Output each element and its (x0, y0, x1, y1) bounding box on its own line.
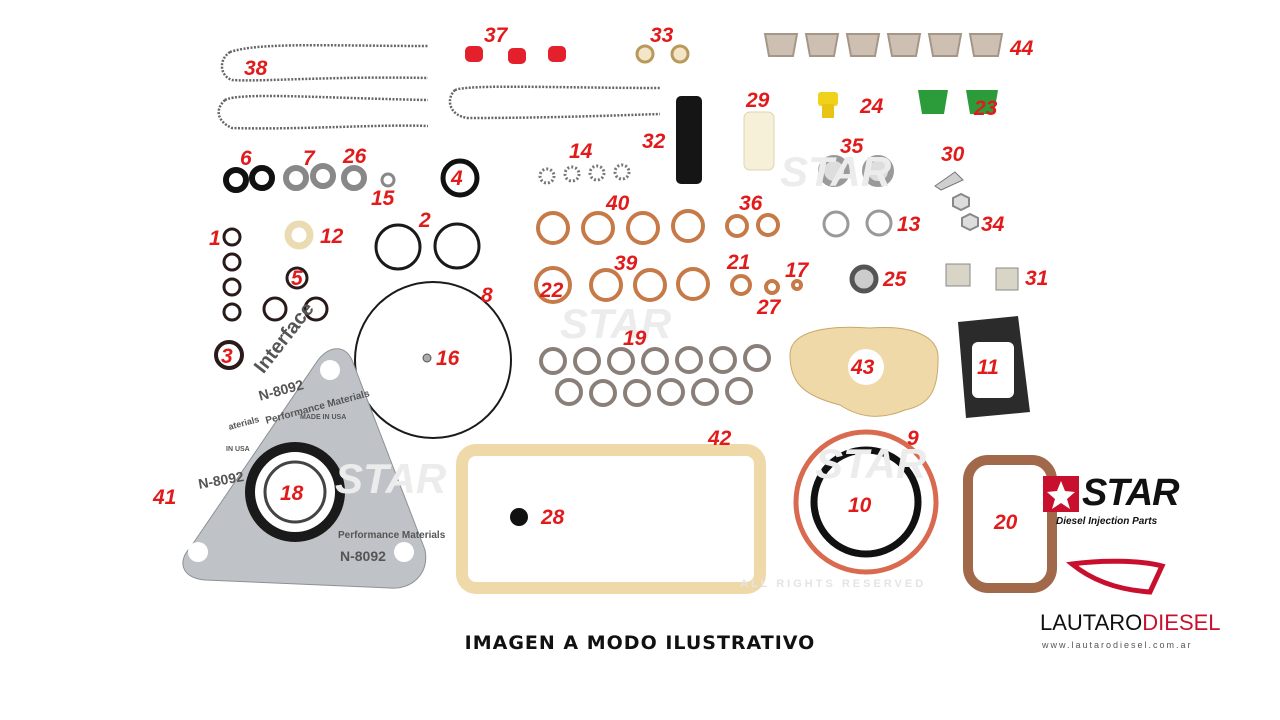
part-number: 41 (153, 486, 177, 509)
part-number: 17 (785, 259, 809, 282)
part-number: 27 (757, 296, 781, 319)
clips-31 (945, 263, 1019, 291)
washers-33 (635, 44, 690, 64)
gasket-made-2: IN USA (226, 446, 250, 453)
part-number: 4 (451, 167, 463, 190)
star-logo-word: STAR (1082, 472, 1180, 514)
part-number: 20 (994, 511, 1018, 534)
part-number: 19 (623, 327, 647, 350)
part-number: 29 (746, 89, 770, 112)
caption: IMAGEN A MODO ILUSTRATIVO (464, 632, 816, 654)
tube-32 (676, 96, 702, 184)
part-number: 25 (883, 268, 907, 291)
gasket-line-2: Performance Materials (338, 530, 446, 541)
part-number: 34 (981, 213, 1005, 236)
watermark-star: STAR (780, 148, 892, 195)
ball-16 (422, 353, 432, 363)
part-number: 37 (484, 24, 508, 47)
star-logo-subtitle: Diesel Injection Parts (1056, 516, 1158, 527)
cups-44 (763, 33, 1004, 57)
part-number: 36 (739, 192, 763, 215)
washer-12 (284, 220, 314, 250)
part-number: 6 (240, 147, 252, 170)
part-number: 12 (320, 225, 344, 248)
part-number: 9 (907, 427, 919, 450)
o-rings-2 (374, 222, 481, 271)
o-rings-5 (262, 266, 329, 322)
part-number: 21 (727, 251, 751, 274)
gasket-made: MADE IN USA (300, 414, 347, 421)
part-number: 35 (840, 135, 864, 158)
part-number: 15 (371, 187, 395, 210)
part-number: 2 (419, 209, 431, 232)
green-valve-23 (918, 90, 998, 114)
lautaro-url: www.lautarodiesel.com.ar (1042, 640, 1193, 650)
lautaro-name-a: LAUTARO (1040, 610, 1143, 635)
star-logo-mark (1043, 476, 1079, 512)
part-number: 24 (860, 95, 884, 118)
part-number: 40 (606, 192, 630, 215)
cylinder-29 (743, 111, 775, 171)
part-number: 5 (291, 267, 303, 290)
part-number: 43 (851, 356, 875, 379)
part-number: 14 (569, 140, 593, 163)
part-number: 33 (650, 24, 674, 47)
part-number: 32 (642, 130, 666, 153)
copper-rings (534, 209, 803, 304)
seal-25 (849, 264, 879, 294)
ring-8 (354, 281, 512, 439)
gasket-42 (456, 444, 766, 594)
ring-10 (810, 446, 922, 558)
part-number: 44 (1010, 37, 1034, 60)
nuts-34 (952, 192, 979, 232)
watermark-rights: ALL RIGHTS RESERVED (740, 578, 927, 590)
part-number: 18 (280, 482, 304, 505)
clip-30 (934, 171, 964, 191)
lautaro-logo: LAUTARODIESEL (1040, 610, 1221, 636)
ring-9 (793, 429, 939, 575)
chain-38 (217, 43, 661, 130)
part-number: 28 (541, 506, 565, 529)
yellow-valve-24 (818, 92, 838, 118)
part-number: 13 (897, 213, 921, 236)
part-number: 10 (848, 494, 872, 517)
part-number: 1 (209, 227, 221, 250)
part-number: 16 (436, 347, 460, 370)
part-number: 11 (977, 356, 999, 379)
part-number: 7 (303, 147, 315, 170)
lautaro-mark (1066, 558, 1166, 595)
steel-rings-13 (822, 209, 893, 238)
watermark-star: STAR (560, 300, 672, 347)
part-number: 30 (941, 143, 965, 166)
part-number: 23 (974, 97, 998, 120)
part-number: 22 (540, 279, 564, 302)
part-number: 31 (1025, 267, 1049, 290)
part-number: 8 (481, 284, 493, 307)
part-number: 42 (708, 427, 732, 450)
lautaro-name-b: DIESEL (1142, 610, 1221, 635)
plug-28 (510, 508, 528, 526)
gasket-code-3: N-8092 (340, 548, 386, 564)
watermark-star: STAR (815, 440, 927, 487)
lock-washers-14 (538, 163, 631, 185)
part-number: 39 (614, 252, 638, 275)
part-number: 38 (244, 57, 268, 80)
gasket-20 (963, 455, 1057, 593)
part-number: 3 (221, 345, 233, 368)
part-number: 26 (343, 145, 367, 168)
rings-19 (539, 344, 771, 407)
o-rings-1 (214, 227, 244, 370)
red-plugs-37 (465, 46, 566, 64)
watermark-star: STAR (335, 455, 447, 502)
rings-row (223, 158, 480, 198)
seals-35 (818, 155, 894, 187)
